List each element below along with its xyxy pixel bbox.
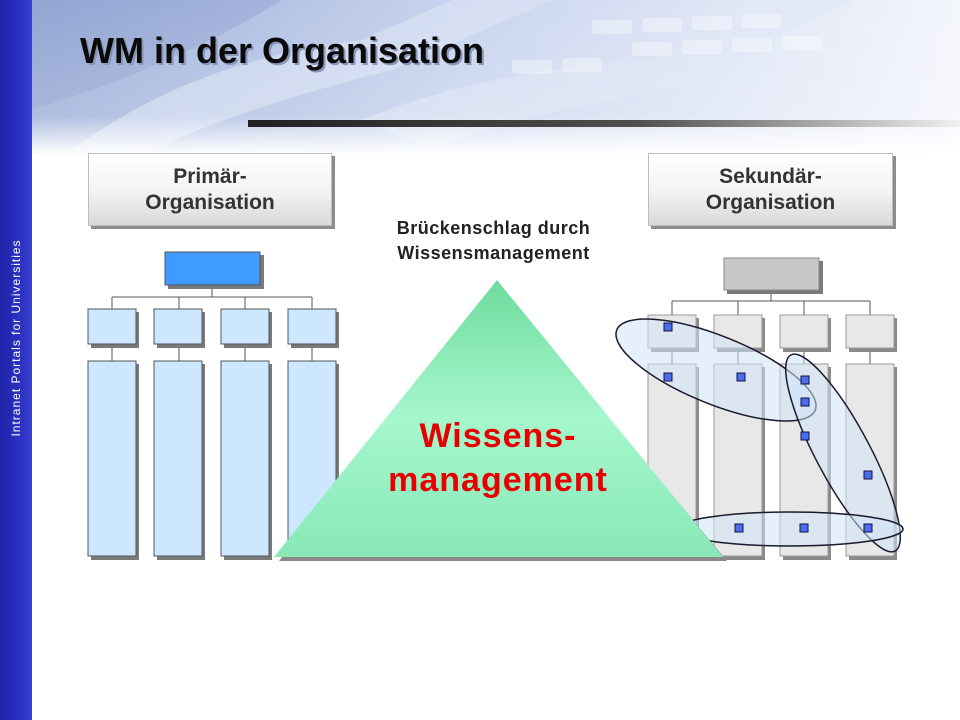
secondary-organisation-label: Sekundär- Organisation	[648, 153, 893, 226]
bridge-caption-line2: Wissensmanagement	[397, 243, 590, 263]
primary-label-line2: Organisation	[145, 190, 275, 214]
secondary-top-box	[723, 257, 823, 294]
bridge-caption: Brückenschlag durch Wissensmanagement	[356, 216, 631, 266]
primary-top-box	[164, 251, 264, 289]
knowledge-node	[663, 322, 673, 332]
knowledge-management-text: Wissens- management	[360, 414, 636, 502]
knowledge-node	[863, 470, 873, 480]
knowledge-link-ellipse-diagonal-right	[784, 353, 902, 553]
knowledge-nodes	[663, 322, 873, 533]
knowledge-node	[800, 431, 810, 441]
header-background	[32, 0, 960, 155]
bridge-caption-line1: Brückenschlag durch	[396, 218, 591, 238]
secondary-label-line1: Sekundär-	[719, 164, 822, 188]
side-bar: Intranet Portals for Universities	[0, 0, 32, 720]
primary-label-line1: Primär-	[173, 164, 247, 188]
primary-org-chart	[111, 287, 313, 361]
primary-organisation-label: Primär- Organisation	[88, 153, 332, 226]
knowledge-management-line1: Wissens-	[419, 417, 577, 455]
slide-title: WM in der Organisation	[80, 30, 485, 71]
secondary-label-line2: Organisation	[705, 190, 836, 214]
knowledge-management-triangle	[274, 280, 727, 561]
knowledge-node	[663, 372, 673, 382]
knowledge-node	[734, 523, 744, 533]
knowledge-node	[799, 523, 809, 533]
knowledge-node	[800, 375, 810, 385]
knowledge-management-line2: management	[388, 461, 608, 499]
knowledge-node	[736, 372, 746, 382]
knowledge-links	[615, 318, 904, 553]
knowledge-node	[863, 523, 873, 533]
knowledge-node	[800, 397, 810, 407]
primary-mid-boxes	[87, 308, 339, 348]
